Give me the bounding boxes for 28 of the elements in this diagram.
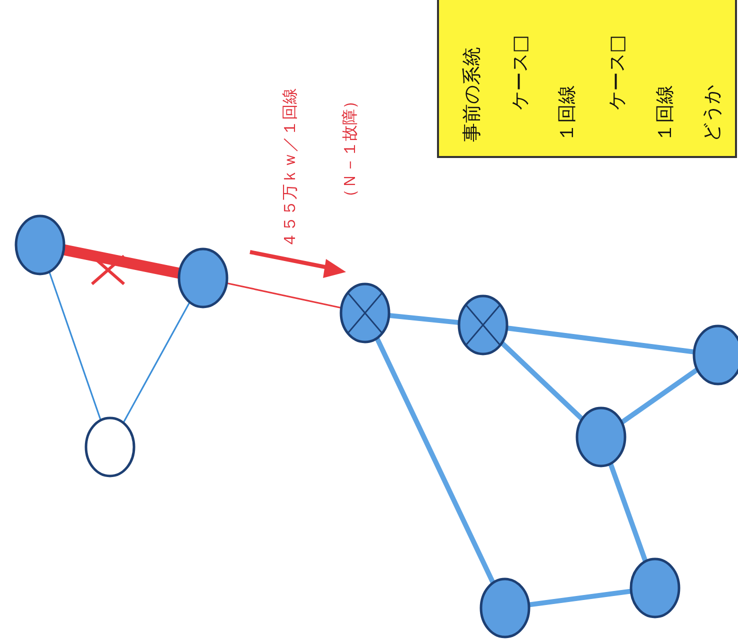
connector-line xyxy=(122,302,190,424)
connector-line xyxy=(388,312,460,326)
note-text: 事前の系統 xyxy=(462,47,482,142)
connector-line xyxy=(528,588,632,608)
crossed-node-circle xyxy=(458,294,508,356)
connector-line xyxy=(226,282,342,309)
connector-line xyxy=(374,337,496,584)
note-box xyxy=(437,0,737,158)
connector-line xyxy=(48,271,102,421)
flow-label: ４５５万ｋｗ／１回線 xyxy=(280,88,300,248)
note-text: ケース□ xyxy=(510,35,530,110)
node-circle xyxy=(14,214,66,276)
node-circle xyxy=(84,416,136,478)
node-circle xyxy=(178,248,228,308)
connector-line xyxy=(62,244,180,279)
note-text: １回線 xyxy=(655,85,675,142)
connector-line xyxy=(620,368,699,424)
flow-label: （Ｎ－１故障） xyxy=(340,93,360,205)
note-text: ケース□ xyxy=(607,35,627,110)
connector-line xyxy=(500,341,584,421)
note-text: １回線 xyxy=(557,85,577,142)
connector-line xyxy=(506,326,694,354)
note-text: どうか xyxy=(702,85,722,142)
crossed-node-circle xyxy=(340,282,390,344)
node-circle xyxy=(480,578,530,638)
node-circle xyxy=(630,558,680,618)
node-circle xyxy=(576,406,626,468)
connector-line xyxy=(608,462,648,562)
